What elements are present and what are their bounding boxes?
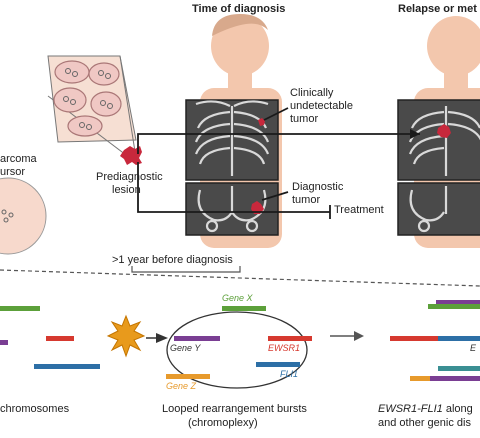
diagnostic-tumor-mark [251,201,264,214]
child-figure-diagnosis [185,14,282,248]
label-fusion-gene: EWSR1-FLI1 [378,403,443,415]
label-prediagnostic-line1: Prediagnostic [96,171,163,183]
label-gene-z: Gene Z [166,381,197,391]
arrow-to-fusion [354,331,364,341]
gene-x-bar [222,306,266,311]
child-figure-relapse [397,16,480,248]
label-looped-line2: (chromoplexy) [188,417,258,429]
label-fusion-line2: and other genic dis [378,417,471,429]
ewsr1-bar [268,336,312,341]
label-gene-x: Gene X [222,293,253,303]
label-right-e: E [470,343,477,353]
rearrangement-loop [166,311,308,389]
label-treatment: Treatment [334,204,384,216]
prediagnostic-lesion-mark [120,146,142,165]
label-diagnostic-line2: tumor [292,194,321,206]
label-clinically-line3: tumor [290,113,319,125]
gene-z-bar [166,374,210,379]
label-ewsr1: EWSR1 [268,343,301,353]
gene-y-bar [174,336,220,341]
fli1-bar [256,362,300,367]
label-prediagnostic-line2: lesion [112,184,141,196]
header-relapse: Relapse or met [398,3,477,15]
label-fusion-line1: EWSR1-FLI1 along [378,403,473,416]
label-chromosomes: chromosomes [0,403,70,415]
label-clinically-line1: Clinically [290,87,334,99]
label-diagnostic-line1: Diagnostic [292,181,344,193]
header-time-of-diagnosis: Time of diagnosis [192,3,286,15]
label-timespan: >1 year before diagnosis [112,254,233,266]
label-gene-y: Gene Y [170,343,201,353]
label-looped-line1: Looped rearrangement bursts [162,403,307,415]
undetectable-tumor-mark [258,118,265,126]
connector-lines [137,107,420,219]
fusion-bars [390,300,480,381]
label-fli1: FLI1 [280,369,299,379]
precursor-cell [0,177,47,255]
burst-star [106,314,146,358]
label-precursor-line2: ursor [0,166,26,178]
label-precursor-line1: arcoma [0,153,37,165]
cell-cluster-inset [47,55,137,159]
relapse-tumor-mark [437,124,451,138]
label-fusion-along: along [445,403,473,415]
timeline-bracket [131,266,241,273]
label-clinically-line2: undetectable [290,100,353,112]
dashed-divider [0,269,480,287]
arrow-to-loop [156,333,168,343]
chromosome-bars [0,306,100,369]
